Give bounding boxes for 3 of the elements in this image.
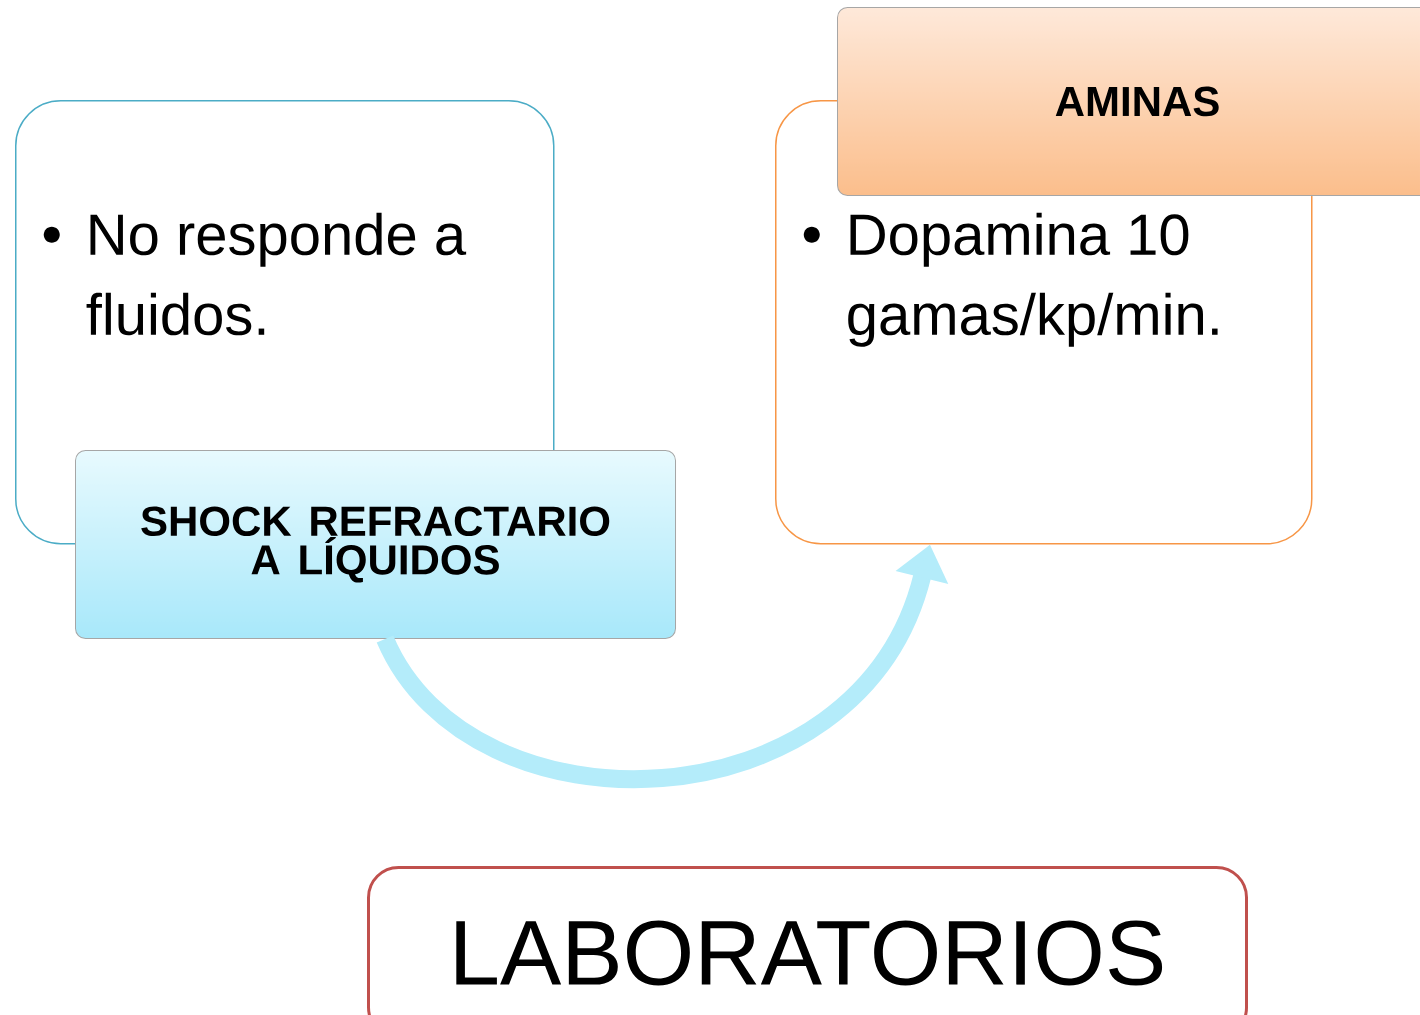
header-box: AMINAS — [837, 7, 1420, 196]
title-box: LABORATORIOS — [367, 866, 1248, 1015]
header-box: SHOCK REFRACTARIO A LÍQUIDOS — [75, 450, 676, 639]
